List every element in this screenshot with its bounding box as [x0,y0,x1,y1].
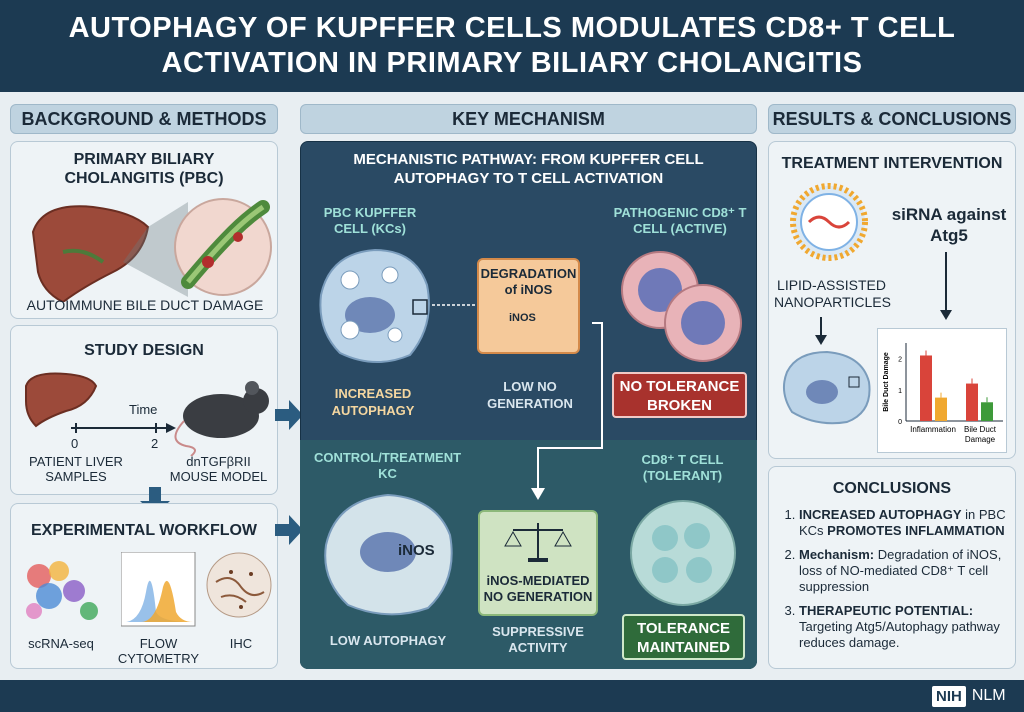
conclusion-1-text: in PBC KCs [799,507,1006,538]
y-tick-label: 1 [898,388,902,395]
column-header-right: RESULTS & CONCLUSIONS [768,104,1016,134]
ihc-slide-icon [206,552,272,618]
study-design-illustration [25,372,269,456]
mechanism-header: MECHANISTIC PATHWAY: FROM KUPFFER CELL A… [353,151,704,187]
kupffer-cell-icon [319,248,430,364]
nlm-logo: NLM [971,687,1006,704]
umap-icon [26,561,98,620]
conclusion-item-1: INCREASED AUTOPHAGY in PBC KCs PROMOTES … [799,507,1011,539]
pbc-panel: PRIMARY BILIARY CHOLANGITIS (PBC) AUTOIM… [10,141,278,319]
cd8-tolerant-label: CD8⁺ T CELL (TOLERANT) [641,452,724,483]
method-flow: FLOW CYTOMETRY [117,636,200,666]
nih-nlm-logo: NIH NLM [932,684,1006,708]
down-arrow-icon [815,317,827,345]
method-ihc: IHC [229,636,253,651]
page-title: AUTOPHAGY OF KUPFFER CELLS MODULATES CD8… [68,12,956,79]
y-tick-label: 0 [898,419,902,426]
inos-mediated-box: iNOS-MEDIATED NO GENERATION [478,510,598,616]
tolerance-maintained-box: TOLERANCE MAINTAINED [622,614,745,660]
method-scrnaseq: scRNA-seq [28,636,94,651]
title-banner: AUTOPHAGY OF KUPFFER CELLS MODULATES CD8… [0,0,1024,92]
suppressive-label: SUPPRESSIVE ACTIVITY [492,624,584,655]
chart-bar [935,397,947,421]
activated-t-cells-icon [621,251,742,362]
column-header-left: BACKGROUND & METHODS [10,104,278,134]
low-no-label: LOW NO GENERATION [487,379,573,411]
tolerant-t-cell-icon [630,500,736,606]
study-design-title: STUDY DESIGN [84,342,204,359]
footer-bar: NIH NLM [0,680,1024,712]
control-kupffer-cell-icon [324,493,453,616]
tick-start: 0 [71,436,79,451]
nanoparticle-icon [790,183,868,261]
balance-scale-icon [504,523,572,562]
x-category-label: Bile Duct [964,425,997,434]
conclusion-item-3: THERAPEUTIC POTENTIAL: Targeting Atg5/Au… [799,603,1011,651]
no-tolerance-box: NO TOLERANCE BROKEN [612,372,747,418]
treated-kupffer-cell-icon [782,350,871,425]
inos-mediated-label: iNOS-MEDIATED NO GENERATION [483,573,593,604]
inos-label: iNOS [509,312,536,324]
degradation-label: DEGRADATION of iNOS [480,266,577,297]
liver-illustration [31,198,272,302]
chart-bar [920,355,932,421]
time-label: Time [129,402,158,417]
conclusion-3-text: Targeting Atg5/Autophagy pathway reduces… [799,619,1000,650]
workflow-title: EXPERIMENTAL WORKFLOW [30,522,258,539]
conclusion-3-bold: THERAPEUTIC POTENTIAL: [799,603,974,618]
y-tick-label: 2 [898,357,902,364]
nanoparticles-label: LIPID-ASSISTED NANOPARTICLES [774,277,891,310]
arrow-line [432,304,476,306]
conclusions-title: CONCLUSIONS [832,480,952,497]
pbc-kc-label: PBC KUPFFER CELL (KCs) [323,205,417,236]
control-kc-label: CONTROL/TREATMENT KC [313,450,462,481]
low-autophagy-label: LOW AUTOPHAGY [329,633,447,648]
increased-autophagy-label: INCREASED AUTOPHAGY [331,386,415,418]
pathway-connector-arrow [531,322,603,500]
x-category-label: Inflammation [910,425,956,434]
sirna-label: siRNA against Atg5 [891,205,1007,245]
x-category-label: Damage [965,435,996,444]
workflow-panel: EXPERIMENTAL WORKFLOW scRNA-seq FLOW CYT… [10,503,278,669]
treatment-panel: TREATMENT INTERVENTION siRNA against Atg… [768,141,1016,459]
pathogenic-label: PATHOGENIC CD8⁺ T CELL (ACTIVE) [613,205,747,236]
right-arrow-icon [275,515,303,545]
y-axis-label: Bile Duct Damage [883,352,890,412]
pbc-caption: AUTOIMMUNE BILE DUCT DAMAGE [26,297,264,313]
right-arrow-icon [275,400,303,430]
column-header-center: KEY MECHANISM [300,104,757,134]
patient-label: PATIENT LIVER SAMPLES [29,454,123,484]
inos-big-label: iNOS [398,542,435,559]
pbc-title: PRIMARY BILIARY CHOLANGITIS (PBC) [64,151,224,187]
nih-logo: NIH [932,685,966,707]
down-arrow-icon [940,252,952,320]
conclusion-1-bold-2: PROMOTES INFLAMMATION [827,523,1005,538]
conclusion-2-text: Degradation of iNOS, loss of NO-mediated… [799,547,1002,594]
flow-cytometry-plot-icon [121,552,196,627]
conclusion-item-2: Mechanism: Degradation of iNOS, loss of … [799,547,1011,595]
study-design-panel: STUDY DESIGN Time 0 2 PATIENT LIVER SAMP… [10,325,278,495]
mouse-icon [183,394,259,438]
liver-sample-icon [25,372,98,428]
mouse-label: dnTGFβRII MOUSE MODEL [169,454,268,484]
chart-bar [981,402,993,421]
conclusions-panel: CONCLUSIONS INCREASED AUTOPHAGY in PBC K… [768,466,1016,669]
degradation-box: DEGRADATION of iNOS iNOS [477,258,580,354]
tick-end: 2 [151,436,159,451]
treatment-title: TREATMENT INTERVENTION [781,155,1003,172]
conclusion-2-bold: Mechanism: [799,547,875,562]
chart-bar [966,383,978,421]
conclusion-1-bold: INCREASED AUTOPHAGY [799,507,962,522]
